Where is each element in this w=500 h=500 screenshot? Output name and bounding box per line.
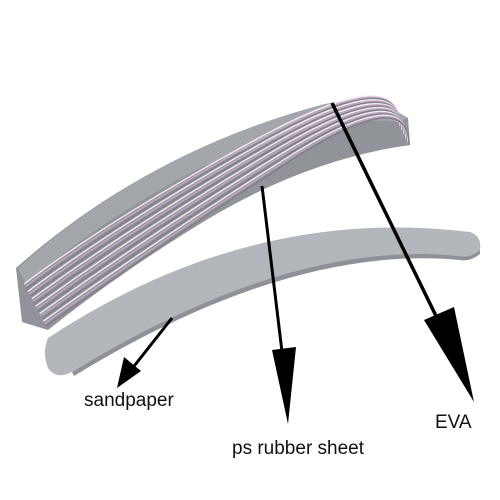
stack-layer-line [40,112,408,317]
stack-layer-line [43,114,409,322]
arrows [117,102,474,424]
arrow-rubber-sheet [260,185,296,424]
arrow-eva [330,102,474,402]
sandpaper-sheet [45,227,481,376]
stack-layer-line [41,113,408,320]
stack-layer-line [26,97,400,290]
stack-body [16,101,410,330]
stack-layers [23,95,410,327]
arrow-sandpaper [117,317,174,388]
stack-layer-line [33,105,404,305]
stack-layer-line [32,104,404,302]
label-eva: EVA [435,412,472,433]
stack-layer-line [44,115,410,325]
stack-layer-line [36,108,406,310]
stack-layer-line [31,102,403,300]
stack-layer-line [35,106,405,307]
nail-file-stack [16,95,410,330]
stack-top-surface [18,101,408,284]
stack-layer-line [39,110,407,315]
label-ps-rubber-sheet: ps rubber sheet [232,438,365,459]
stack-layer-line [30,101,402,297]
stack-layer-line [24,96,400,288]
label-sandpaper: sandpaper [84,390,174,411]
single-nail-file [45,227,481,376]
stack-layer-line [23,95,399,285]
stack-layer-line [37,109,406,312]
stack-layer-line [45,117,410,327]
stack-layer-line [27,99,401,292]
stack-layer-line [28,100,402,295]
